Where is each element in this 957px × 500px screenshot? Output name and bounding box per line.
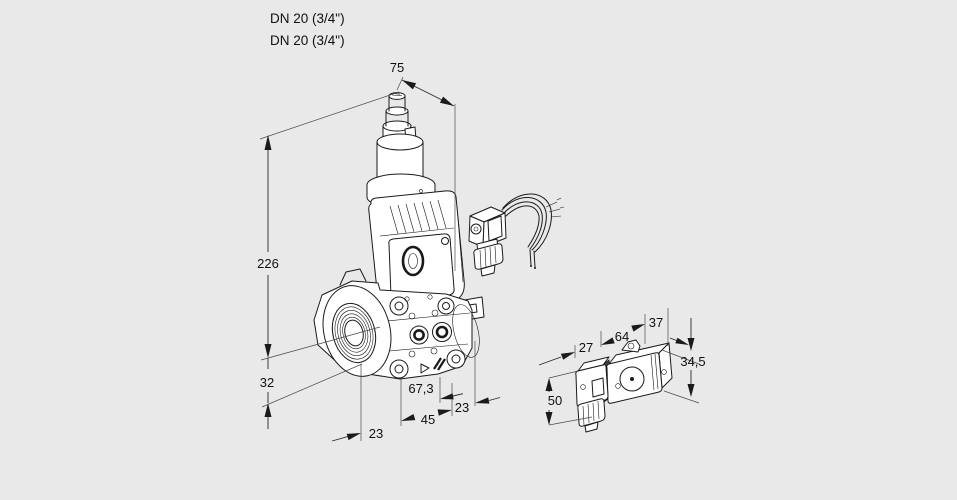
nominal-size-label-1: DN 20 (3/4") <box>270 11 345 26</box>
pressure-test-ports <box>404 294 452 358</box>
actuator-housing <box>368 190 465 310</box>
dim-total-height: 226 <box>257 256 279 271</box>
dim-bottom-right: 23 <box>455 400 469 415</box>
dim-bottom-mid: 45 <box>421 412 435 427</box>
dim-bottom-left: 23 <box>369 426 383 441</box>
flow-direction-arrow <box>420 363 430 374</box>
cable-connector <box>468 193 565 277</box>
dim-top-width: 75 <box>390 60 404 75</box>
actuator-box <box>606 339 673 404</box>
dim-connector-width: 27 <box>579 340 593 355</box>
side-view-dimensions: 27 64 37 34,5 50 <box>538 308 706 426</box>
dim-body-depth: 37 <box>649 315 663 330</box>
inlet-flange <box>322 285 392 377</box>
dim-connector-height: 50 <box>548 393 562 408</box>
valve-body-block <box>313 268 480 380</box>
hatch-marking <box>433 357 446 371</box>
header: DN 20 (3/4") DN 20 (3/4") <box>270 11 345 48</box>
dim-flange-width: 67,3 <box>408 381 433 396</box>
din-connector-block <box>575 356 610 407</box>
main-valve-drawing <box>313 92 565 380</box>
solenoid-actuator-drawing <box>575 339 673 433</box>
wiring-harness <box>501 193 565 269</box>
flange-bolts <box>389 296 466 379</box>
dim-center-to-bottom: 32 <box>260 375 274 390</box>
nominal-size-label-2: DN 20 (3/4") <box>270 33 345 48</box>
cable-gland <box>577 398 606 433</box>
dim-body-length: 64 <box>615 329 629 344</box>
dim-body-height: 34,5 <box>680 354 705 369</box>
main-view-dimensions: 75 226 32 67,3 23 45 23 <box>257 60 501 442</box>
